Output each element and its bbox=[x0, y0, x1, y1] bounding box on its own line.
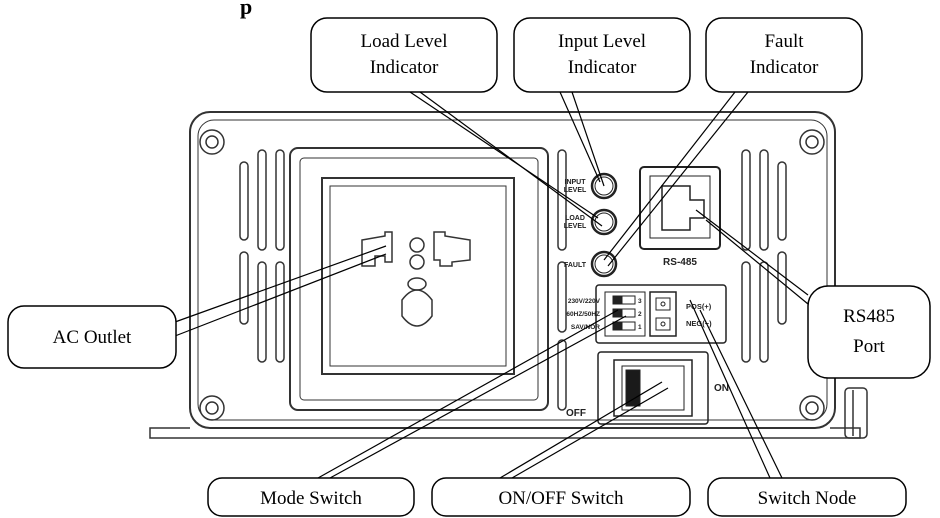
off-label: OFF bbox=[566, 408, 586, 419]
mode-num-1: 1 bbox=[638, 324, 642, 331]
neg-label: NEG(−) bbox=[686, 319, 712, 328]
vent-slots-right bbox=[741, 149, 787, 363]
callout-mode-switch-label: Mode Switch bbox=[260, 488, 362, 509]
mode-label-frequency: 60HZ/50HZ bbox=[566, 311, 600, 318]
mode-switch-area bbox=[595, 284, 727, 344]
mode-num-3: 3 bbox=[638, 298, 642, 305]
callout-load-level: Load Level Indicator bbox=[310, 17, 498, 93]
ac-outlet bbox=[289, 147, 549, 411]
callout-rs485-line2: Port bbox=[853, 336, 885, 357]
rs485-panel-label: RS-485 bbox=[663, 257, 697, 268]
input-level-label-2: LEVEL bbox=[564, 187, 587, 194]
rs485-port bbox=[639, 166, 721, 250]
callout-rs485-port: RS485 Port bbox=[807, 285, 931, 379]
inverter-housing bbox=[189, 111, 836, 429]
pos-label: POS(+) bbox=[686, 302, 712, 311]
callout-rs485-line1: RS485 bbox=[843, 306, 895, 327]
mode-num-2: 2 bbox=[638, 311, 642, 318]
callout-input-level: Input Level Indicator bbox=[513, 17, 691, 93]
mounting-base bbox=[149, 387, 868, 439]
callout-load-level-line2: Indicator bbox=[370, 57, 439, 78]
callout-switch-node-label: Switch Node bbox=[758, 488, 857, 509]
load-level-label-2: LEVEL bbox=[564, 223, 587, 230]
mode-label-voltage: 230V/220V bbox=[568, 298, 601, 305]
callout-input-level-line2: Indicator bbox=[568, 57, 637, 78]
on-label: ON bbox=[714, 383, 729, 394]
corner-screws bbox=[199, 129, 825, 421]
callout-switch-node: Switch Node bbox=[707, 477, 907, 517]
callout-input-level-line1: Input Level bbox=[558, 31, 646, 52]
indicator-leds bbox=[590, 172, 618, 278]
callout-mode-switch: Mode Switch bbox=[207, 477, 415, 517]
callout-ac-outlet: AC Outlet bbox=[7, 305, 177, 369]
leader-lines bbox=[174, 91, 809, 479]
callout-fault: Fault Indicator bbox=[705, 17, 863, 93]
callout-fault-line1: Fault bbox=[764, 31, 804, 52]
input-level-label-1: INPUT bbox=[565, 179, 587, 186]
load-level-label-1: LOAD bbox=[565, 215, 585, 222]
callout-load-level-line1: Load Level bbox=[360, 31, 447, 52]
callout-fault-line2: Indicator bbox=[750, 57, 819, 78]
title-fragment: p bbox=[240, 0, 252, 19]
callout-ac-outlet-label: AC Outlet bbox=[53, 327, 132, 348]
callout-onoff-switch: ON/OFF Switch bbox=[431, 477, 691, 517]
fault-label: FAULT bbox=[564, 262, 587, 269]
callout-onoff-switch-label: ON/OFF Switch bbox=[498, 488, 624, 509]
vent-slots-left bbox=[239, 149, 285, 363]
